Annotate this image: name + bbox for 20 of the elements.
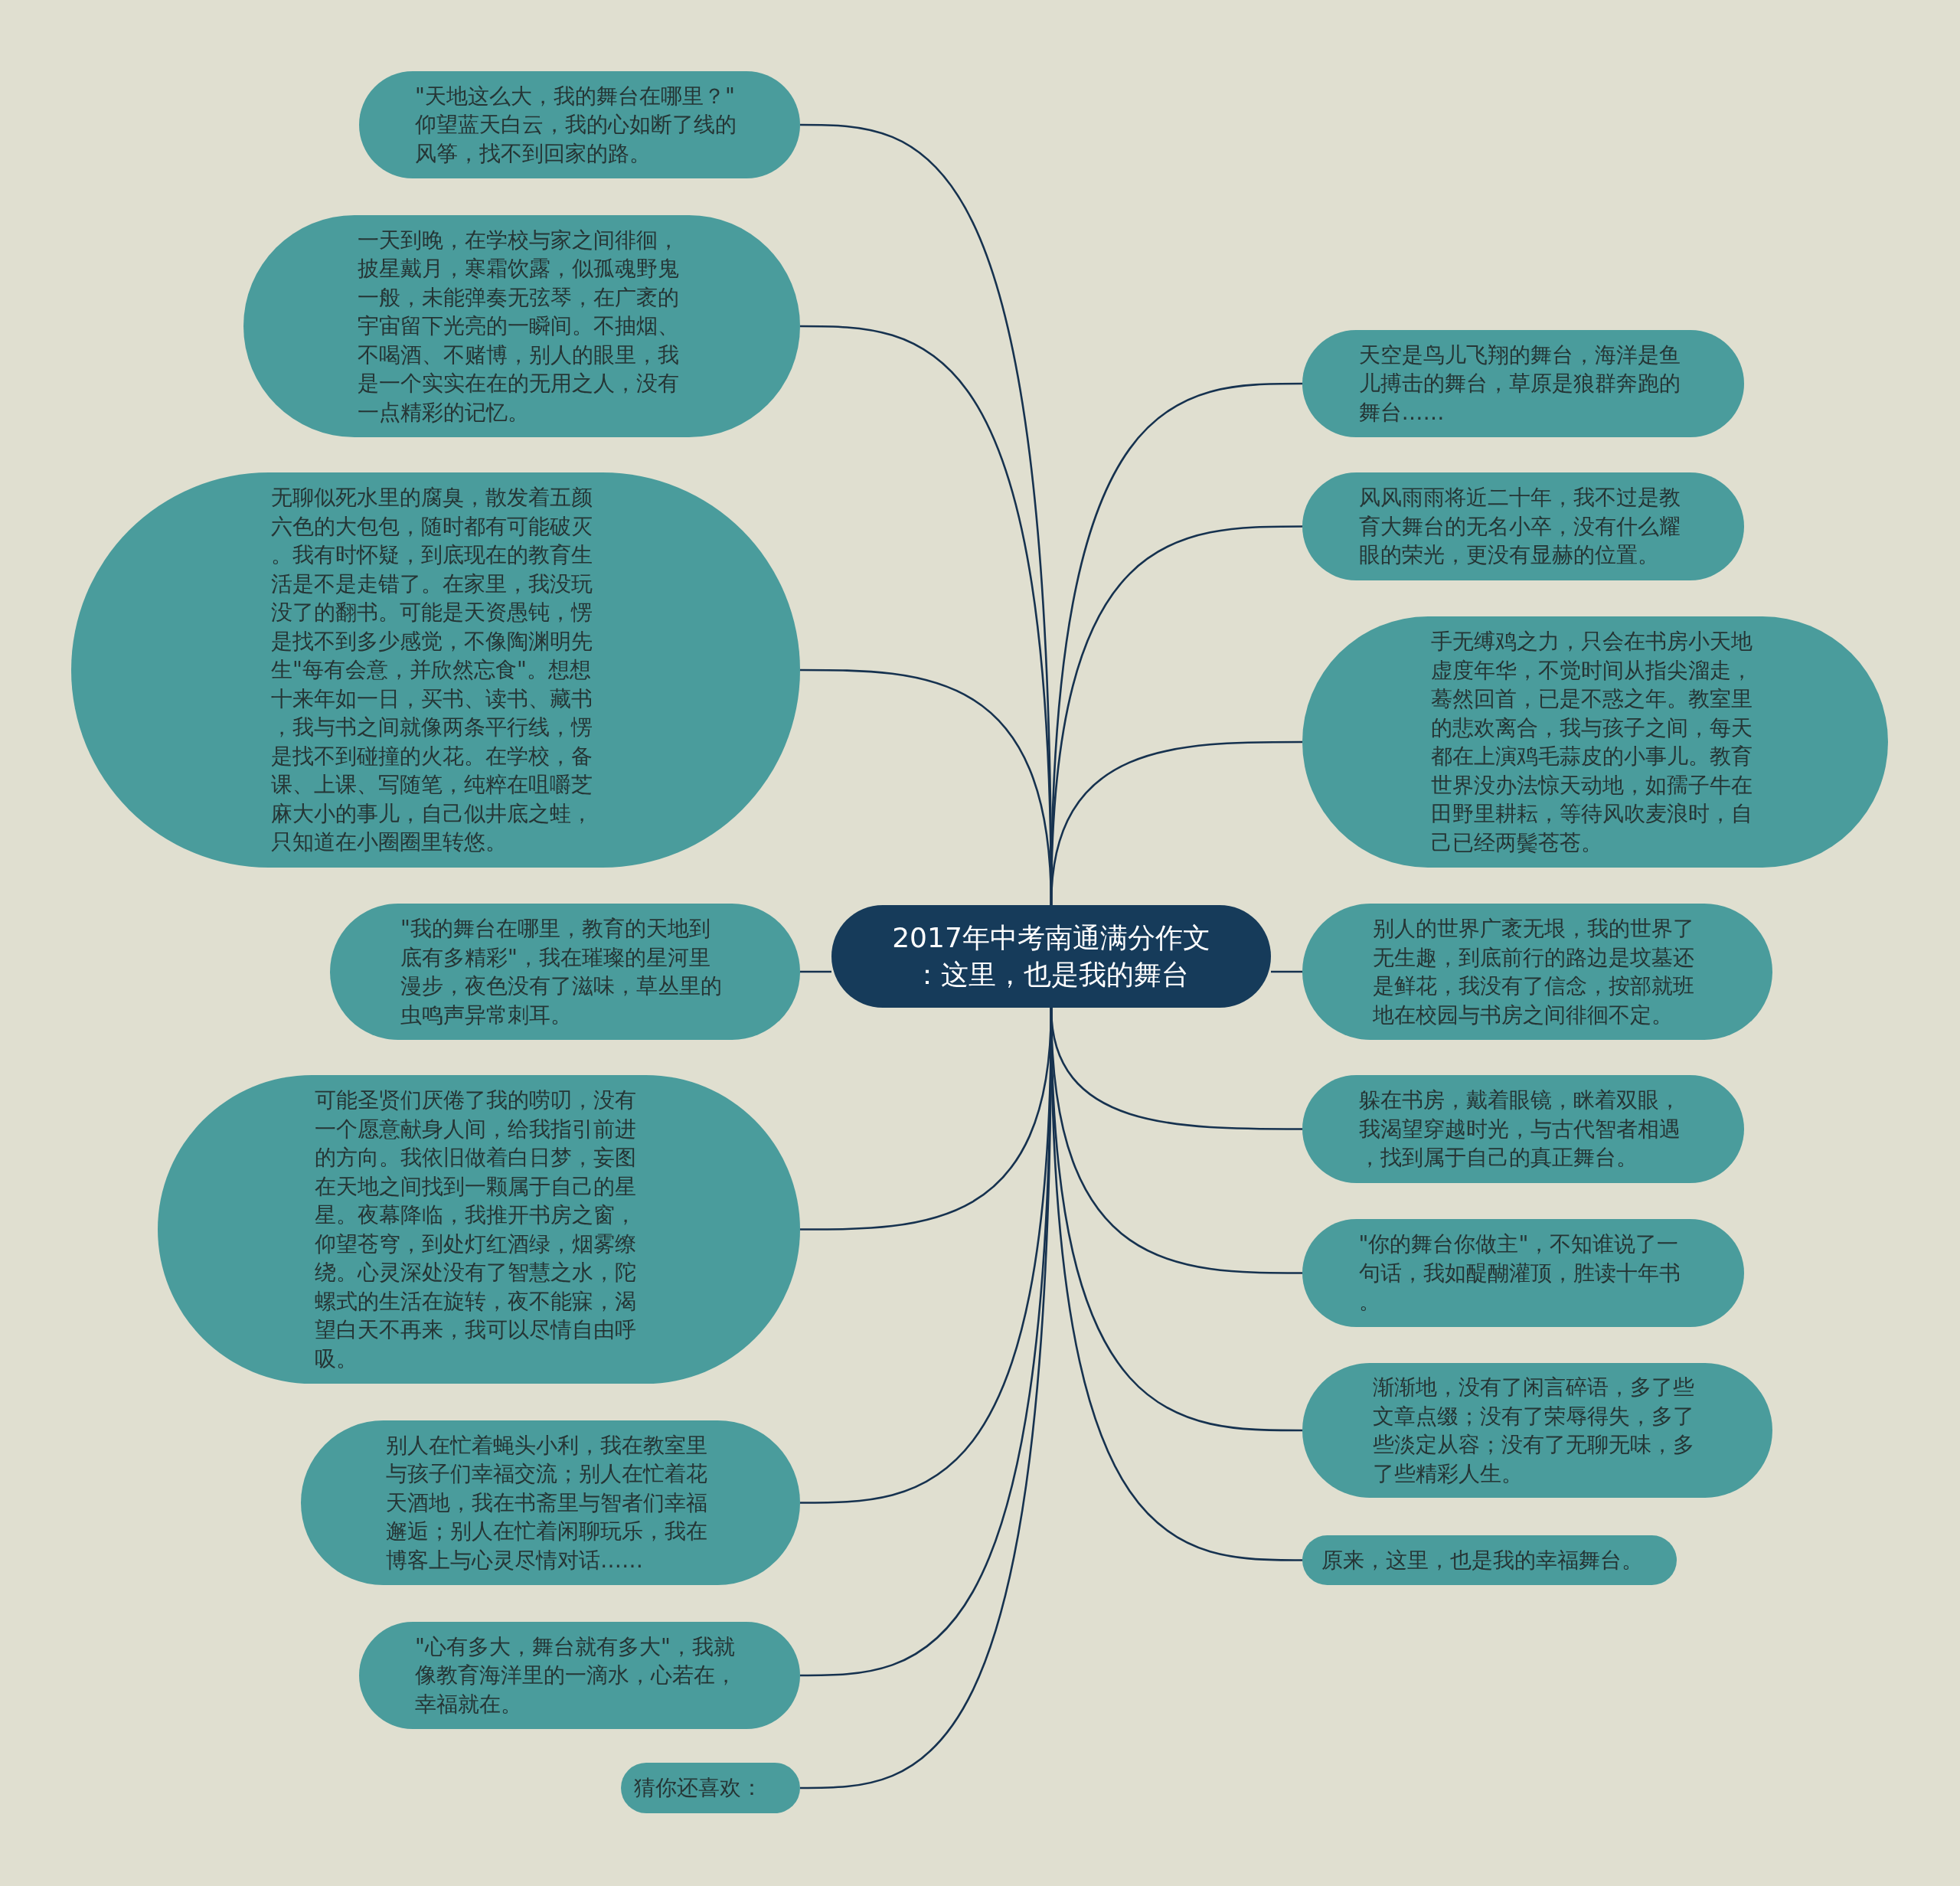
topic-bubble: "心有多大，舞台就有多大"，我就像教育海洋里的一滴水，心若在，幸福就在。 <box>359 1622 800 1729</box>
connector-line <box>1271 970 1302 973</box>
topic-bubble: 一天到晚，在学校与家之间徘徊，披星戴月，寒霜饮露，似孤魂野鬼一般，未能弹奏无弦琴，在广袤的宇宙留下光亮的一瞬间。不抽烟、不喝酒、不赌博，别人的眼里，我是一个实实在在的无用之人，没有一点精彩的记忆。 <box>243 215 800 437</box>
topic-bubble: 别人的世界广袤无垠，我的世界了无生趣，到底前行的路边是坟墓还是鲜花，我没有了信念，按部就班地在校园与书房之间徘徊不定。 <box>1302 904 1772 1040</box>
topic-bubble: 手无缚鸡之力，只会在书房小天地虚度年华，不觉时间从指尖溜走，蓦然回首，已是不惑之年。教室里的悲欢离合，我与孩子之间，每天都在上演鸡毛蒜皮的小事儿。教育世界没办法惊天动地，如孺子牛在田野里耕耘，等待风吹麦浪时，自己已经两鬓苍苍。 <box>1302 616 1888 868</box>
topic-bubble: 渐渐地，没有了闲言碎语，多了些文章点缀；没有了荣辱得失，多了些淡定从容；没有了无聊无味，多了些精彩人生。 <box>1302 1363 1772 1498</box>
topic-bubble: "你的舞台你做主"，不知谁说了一句话，我如醍醐灌顶，胜读十年书。 <box>1302 1219 1744 1327</box>
topic-bubble: "我的舞台在哪里，教育的天地到底有多精彩"，我在璀璨的星河里漫步，夜色没有了滋味，草丛里的虫鸣声异常刺耳。 <box>330 904 800 1040</box>
topic-bubble: 无聊似死水里的腐臭，散发着五颜六色的大包包，随时都有可能破灭。我有时怀疑，到底现在的教育生活是不是走错了。在家里，我没玩没了的翻书。可能是天资愚钝，愣是找不到多少感觉，不像陶渊明先生"每有会意，并欣然忘食"。想想十来年如一日，买书、读书、藏书，我与书之间就像两条平行线，愣是找不到碰撞的火花。在学校，备课、上课、写随笔，纯粹在咀嚼芝麻大小的事儿，自己似井底之蛙，只知道在小圈圈里转悠。 <box>71 472 800 868</box>
topic-bubble: 躲在书房，戴着眼镜，眯着双眼，我渴望穿越时光，与古代智者相遇，找到属于自己的真正舞台。 <box>1302 1075 1744 1183</box>
topic-bubble: "天地这么大，我的舞台在哪里？" 仰望蓝天白云，我的心如断了线的风筝，找不到回家的路。 <box>359 71 800 178</box>
topic-bubble: 别人在忙着蝇头小利，我在教室里与孩子们幸福交流；别人在忙着花天酒地，我在书斋里与智者们幸福邂逅；别人在忙着闲聊玩乐，我在博客上与心灵尽情对话…… <box>301 1420 800 1585</box>
topic-bubble: 猜你还喜欢： <box>621 1763 800 1813</box>
connector-line <box>800 970 831 973</box>
topic-bubble: 原来，这里，也是我的幸福舞台。 <box>1302 1535 1677 1585</box>
connector-line <box>1050 740 1302 906</box>
topic-bubble: 风风雨雨将近二十年，我不过是教育大舞台的无名小卒，没有什么耀眼的荣光，更没有显赫的位置。 <box>1302 472 1744 580</box>
central-topic-bubble: 2017年中考南通满分作文：这里，也是我的舞台 <box>831 905 1271 1008</box>
topic-bubble: 天空是鸟儿飞翔的舞台，海洋是鱼儿搏击的舞台，草原是狼群奔跑的舞台…… <box>1302 330 1744 437</box>
topic-bubble: 可能圣贤们厌倦了我的唠叨，没有一个愿意献身人间，给我指引前进的方向。我依旧做着白日梦，妄图在天地之间找到一颗属于自己的星星。夜幕降临，我推开书房之窗，仰望苍穹，到处灯红酒绿，烟雾缭绕。心灵深处没有了智慧之水，陀螺式的生活在旋转，夜不能寐，渴望白天不再来，我可以尽情自由呼吸。 <box>158 1075 800 1384</box>
